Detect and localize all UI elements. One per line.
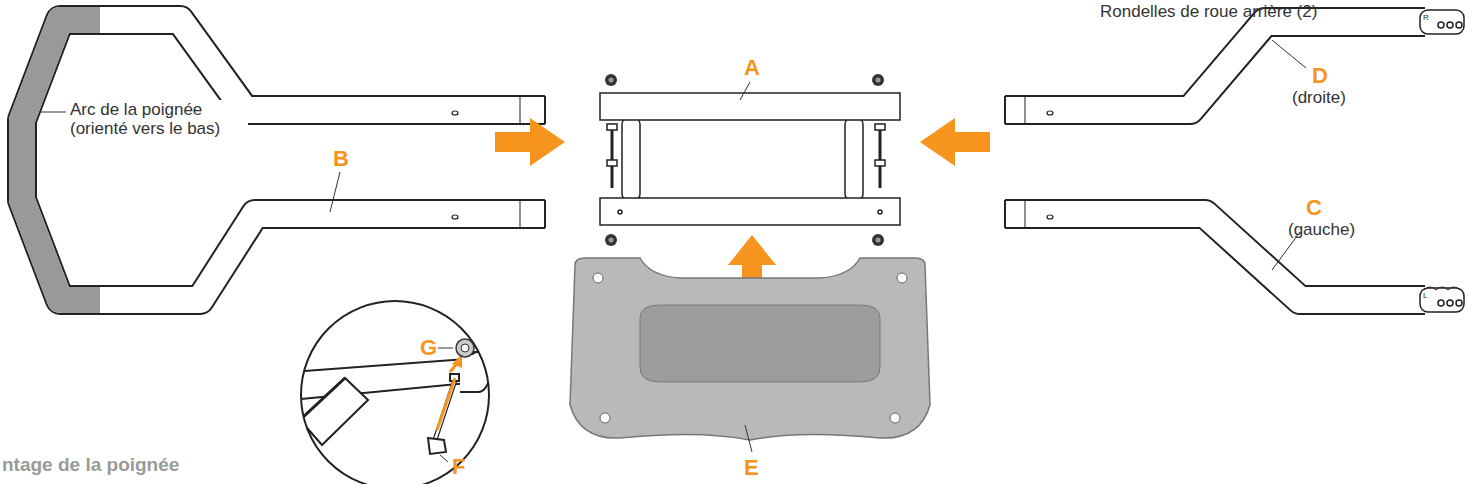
part-letter: C bbox=[1306, 196, 1322, 220]
frame-a bbox=[600, 93, 900, 225]
part-letter: F bbox=[452, 455, 465, 479]
leader-line bbox=[40, 112, 66, 113]
part-letter: E bbox=[744, 456, 759, 480]
handle-tube bbox=[22, 20, 545, 300]
side-marking: R bbox=[1423, 13, 1429, 22]
part-letter: B bbox=[333, 147, 349, 171]
leader-line bbox=[1272, 40, 1306, 68]
section-heading: ntage de la poignée bbox=[2, 455, 179, 474]
plate-e bbox=[570, 258, 930, 440]
side-marking: L bbox=[1423, 291, 1427, 300]
side-tubes bbox=[1005, 22, 1425, 300]
leader-line bbox=[1050, 14, 1094, 15]
side-note: (droite) bbox=[1292, 88, 1346, 107]
side-note: (gauche) bbox=[1288, 220, 1355, 239]
leader-line bbox=[330, 172, 340, 212]
leader-line bbox=[740, 82, 750, 100]
nut bbox=[605, 74, 884, 246]
part-letter: G bbox=[420, 336, 437, 360]
part-note: Arc de la poignée (orienté vers le bas) bbox=[70, 100, 248, 138]
part-letter: A bbox=[744, 56, 760, 80]
tube-end-plate bbox=[1420, 10, 1464, 312]
part-letter: D bbox=[1312, 64, 1328, 88]
part-note: Rondelles de roue arrière (2) bbox=[1100, 2, 1317, 21]
leader-line bbox=[745, 425, 752, 452]
detail-inset bbox=[290, 301, 505, 484]
direction-arrow bbox=[495, 118, 565, 166]
direction-arrow bbox=[920, 118, 990, 166]
